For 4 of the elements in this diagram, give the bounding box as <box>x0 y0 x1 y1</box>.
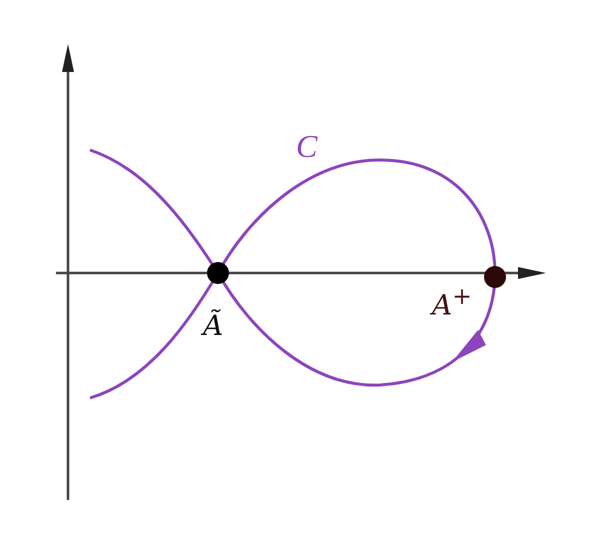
point-marker <box>484 266 506 288</box>
curve-label: C <box>296 130 318 162</box>
point-label: A$^{+}$ <box>432 285 472 320</box>
point-marker <box>207 262 229 284</box>
